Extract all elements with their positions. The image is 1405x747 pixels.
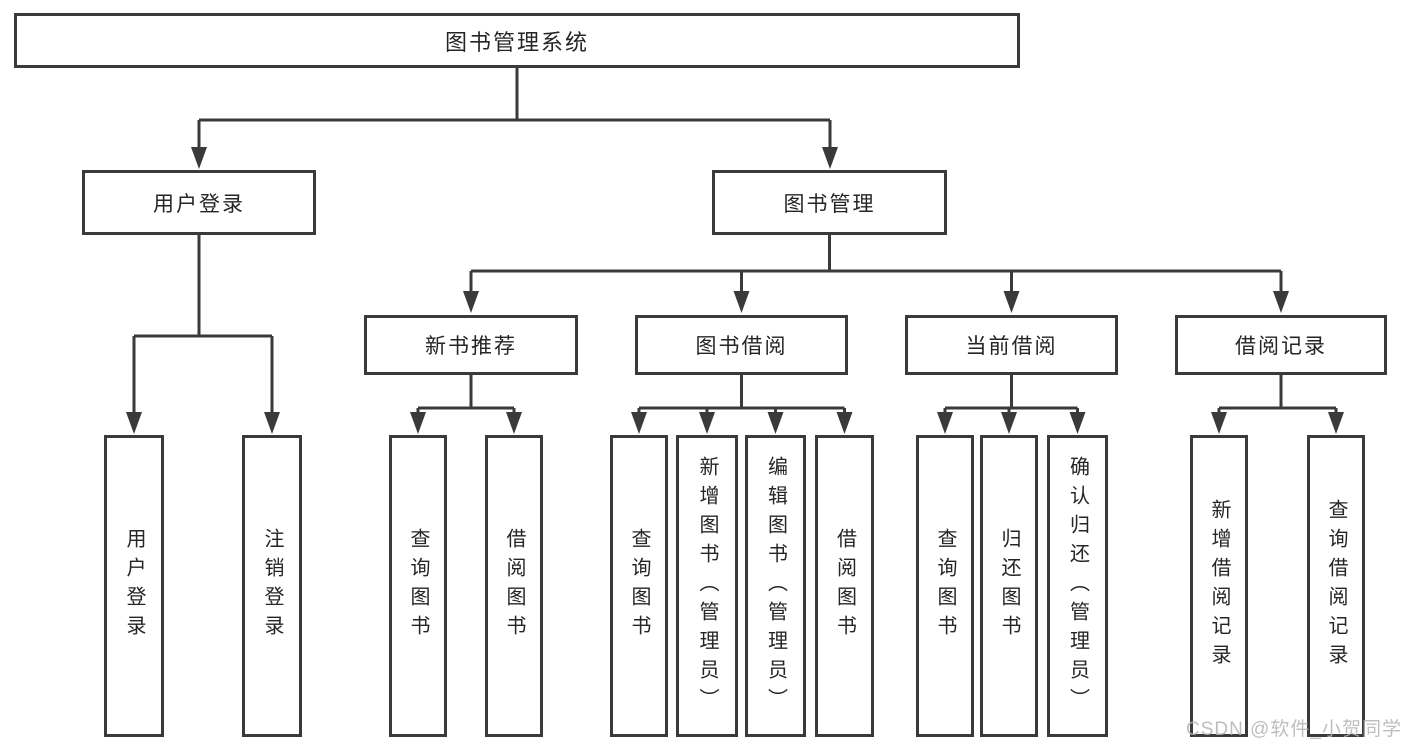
csdn-watermark: CSDN @软件_小贺同学 — [1186, 719, 1402, 740]
leaf-user-login: 用户登录 — [104, 435, 164, 737]
leaf-return-books: 归还图书 — [980, 435, 1038, 737]
node-current-borrow: 当前借阅 — [905, 315, 1118, 375]
leaf-edit-books-admin: 编辑图书（管理员） — [745, 435, 806, 737]
node-book-borrow: 图书借阅 — [635, 315, 848, 375]
leaf-borrow-books: 借阅图书 — [815, 435, 874, 737]
leaf-add-borrow-record: 新增借阅记录 — [1190, 435, 1248, 737]
leaf-confirm-return-admin: 确认归还（管理员） — [1047, 435, 1108, 737]
node-book-management: 图书管理 — [712, 170, 947, 235]
leaf-query-books-borrow: 查询图书 — [610, 435, 668, 737]
node-borrow-records: 借阅记录 — [1175, 315, 1387, 375]
node-user-login: 用户登录 — [82, 170, 316, 235]
leaf-logout: 注销登录 — [242, 435, 302, 737]
node-library-management-system: 图书管理系统 — [14, 13, 1020, 68]
leaf-add-books-admin: 新增图书（管理员） — [676, 435, 738, 737]
leaf-query-books-recommend: 查询图书 — [389, 435, 447, 737]
leaf-query-books-current: 查询图书 — [916, 435, 974, 737]
node-new-book-recommend: 新书推荐 — [364, 315, 578, 375]
leaf-borrow-books-recommend: 借阅图书 — [485, 435, 543, 737]
leaf-query-borrow-record: 查询借阅记录 — [1307, 435, 1365, 737]
